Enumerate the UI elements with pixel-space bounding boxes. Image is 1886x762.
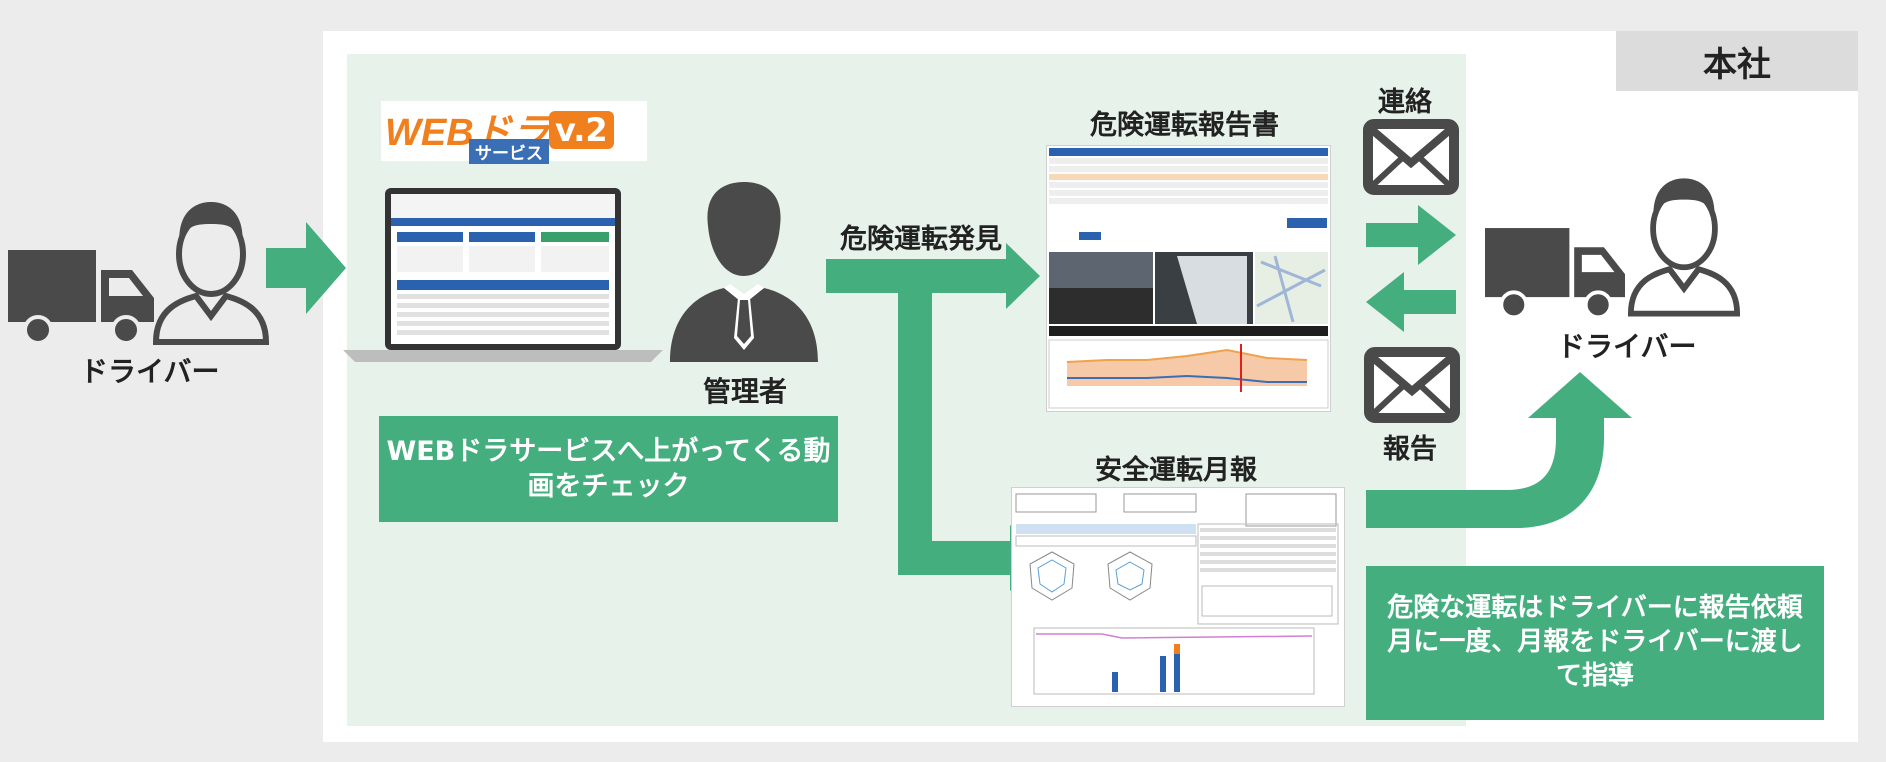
reply-arrow-left [1366, 272, 1456, 332]
danger-report-title: 危険運転報告書 [1090, 110, 1279, 141]
truck-icon [1485, 228, 1625, 320]
upload-arrow [266, 222, 346, 314]
instruction-line-1: 危険な運転はドライバーに報告依頼 [1387, 593, 1803, 624]
truck-icon [8, 250, 154, 345]
send-arrow-right [1366, 205, 1456, 265]
danger-report-document [1047, 146, 1330, 411]
manager-label: 管理者 [703, 375, 788, 408]
monthly-report-title: 安全運転月報 [1095, 455, 1257, 486]
driver-person-icon [152, 202, 270, 345]
hq-label: 本社 [1616, 31, 1858, 91]
businessman-icon [670, 182, 818, 362]
driver-label-left: ドライバー [80, 355, 220, 388]
contact-label: 連絡 [1378, 87, 1432, 118]
driver-person-icon [1627, 178, 1741, 317]
laptop-icon [343, 188, 663, 362]
delivery-arrow [1366, 372, 1632, 528]
monthly-report-document [1012, 488, 1344, 706]
danger-found-label: 危険運転発見 [840, 224, 1002, 255]
instruction-note: 危険な運転はドライバーに報告依頼 月に一度、月報をドライバーに渡して指導 [1366, 566, 1824, 720]
driver-label-right: ドライバー [1557, 330, 1697, 363]
instruction-line-2: 月に一度、月報をドライバーに渡して指導 [1387, 627, 1803, 691]
webdora-logo: WEBドラ サービス v.2 [381, 101, 647, 164]
check-video-note: WEBドラサービスへ上がってくる動画をチェック [379, 416, 838, 522]
envelope-icon [1364, 347, 1460, 423]
envelope-icon [1363, 119, 1459, 195]
report-label: 報告 [1383, 434, 1437, 465]
